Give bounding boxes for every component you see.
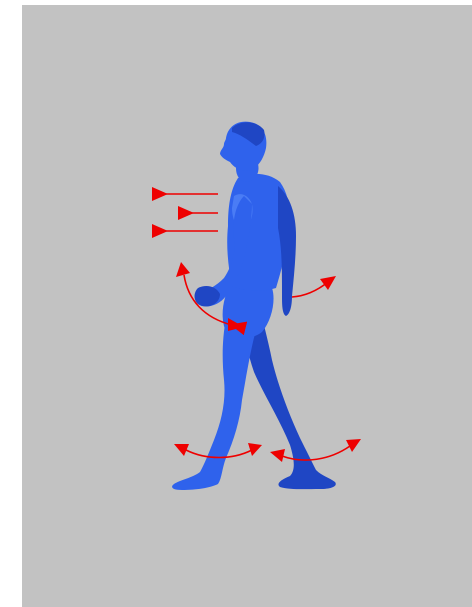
image-canvas: [0, 0, 472, 607]
walking-figure-illustration: [0, 0, 472, 607]
